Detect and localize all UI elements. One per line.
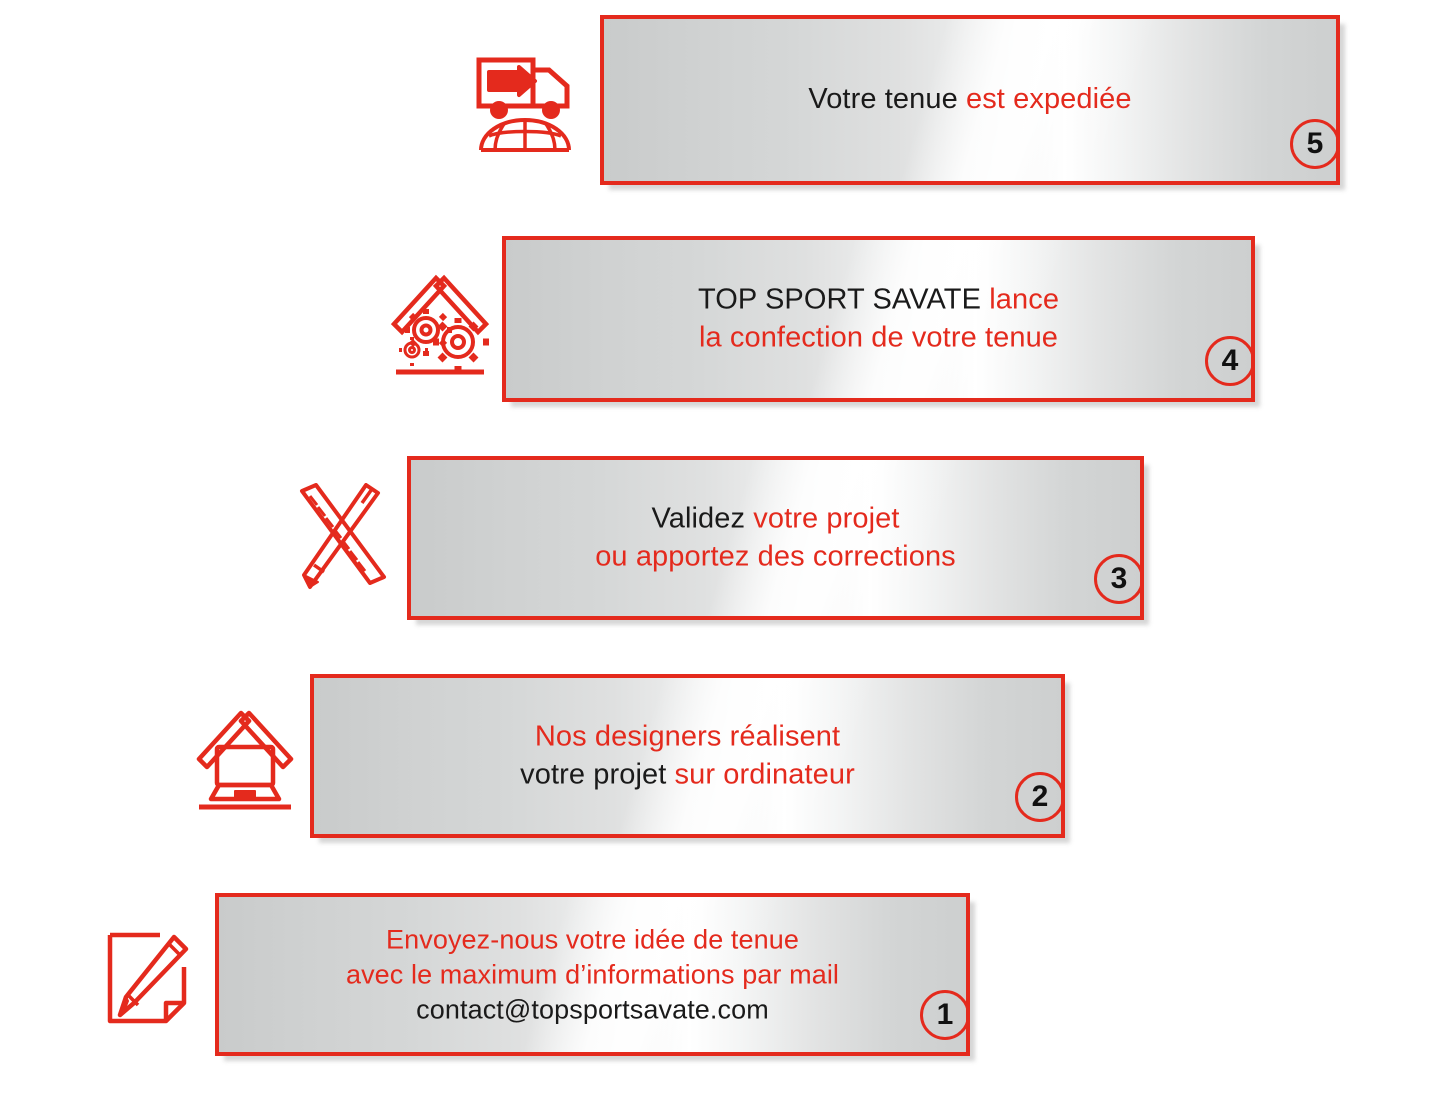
text-segment: Validez	[651, 502, 754, 535]
text-line: Validez votre projet	[467, 500, 1084, 538]
text-segment: est expediée	[965, 83, 1132, 116]
roof-laptop-icon	[190, 700, 300, 815]
ruler-pencil-cross-icon	[285, 480, 395, 595]
step-5-number-badge: 5	[1290, 119, 1340, 169]
text-segment: sur ordinateur	[674, 758, 855, 790]
text-line: Envoyez-nous votre idée de tenue	[275, 922, 910, 957]
step-1-number-badge: 1	[920, 990, 970, 1040]
text-line: votre projet sur ordinateur	[370, 756, 1005, 794]
text-segment: ou apportez des corrections	[595, 540, 956, 572]
text-segment: TOP SPORT SAVATE	[697, 283, 990, 316]
step-1-plaque[interactable]: Envoyez-nous votre idée de tenue avec le …	[215, 893, 970, 1056]
text-segment: votre projet	[520, 758, 675, 790]
text-segment: Votre tenue	[808, 83, 966, 116]
text-line: ou apportez des corrections	[467, 538, 1084, 576]
paper-pencil-icon	[95, 920, 205, 1035]
text-line: Votre tenue est expediée	[660, 81, 1280, 119]
text-line: Nos designers réalisent	[370, 718, 1005, 756]
roof-gears-icon	[385, 265, 495, 380]
text-segment: lance	[989, 283, 1060, 316]
text-segment: avec le maximum d’informations par mail	[345, 958, 840, 989]
text-line: avec le maximum d’informations par mail	[275, 957, 910, 992]
text-line: la confection de votre tenue	[562, 319, 1195, 357]
step-4-number-badge: 4	[1205, 336, 1255, 386]
text-segment: Envoyez-nous votre idée de tenue	[386, 923, 799, 954]
step-3-number-badge: 3	[1094, 554, 1144, 604]
text-line: contact@topsportsavate.com	[275, 992, 910, 1027]
step-2-number-badge: 2	[1015, 772, 1065, 822]
text-segment: contact@topsportsavate.com	[416, 994, 769, 1025]
delivery-truck-globe-icon	[470, 45, 580, 160]
step-5-text: Votre tenue est expediée	[604, 81, 1336, 119]
text-segment: la confection de votre tenue	[698, 321, 1059, 353]
text-segment: votre projet	[753, 502, 900, 535]
step-5-plaque[interactable]: Votre tenue est expediée 5	[600, 15, 1340, 185]
step-1-text: Envoyez-nous votre idée de tenue avec le …	[219, 922, 966, 1027]
text-segment: Nos designers réalisent	[534, 720, 841, 753]
text-line: TOP SPORT SAVATE lance	[562, 281, 1195, 319]
